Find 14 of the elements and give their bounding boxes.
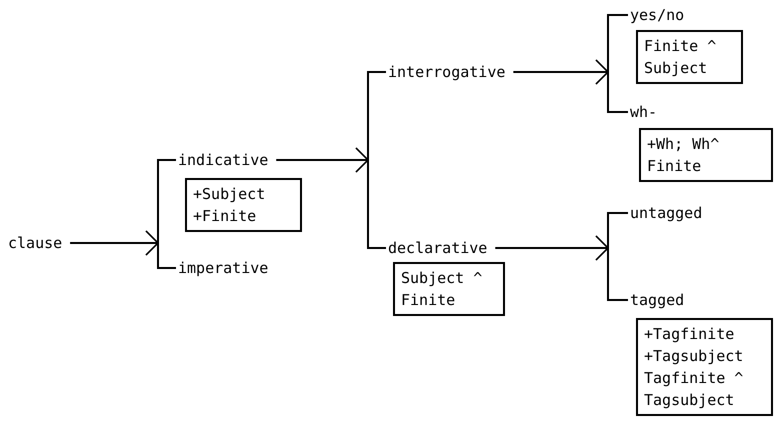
feature-label: indicative (176, 151, 276, 169)
feature-label: tagged (628, 291, 692, 309)
feature-label: imperative (176, 259, 276, 277)
realization-box: +Subject +Finite (185, 178, 302, 232)
feature-label: wh- (628, 103, 666, 121)
realization-box: +Tagfinite +Tagsubject Tagfinite ^ Tagsubject (636, 318, 773, 416)
feature-label: untagged (628, 204, 710, 222)
realization-box: +Wh; Wh^ Finite (639, 128, 773, 182)
realization-box: Subject ^ Finite (393, 262, 505, 316)
realization-box: Finite ^ Subject (636, 30, 743, 84)
feature-label: yes/no (628, 6, 692, 24)
feature-label: interrogative (386, 63, 514, 81)
feature-label: clause (6, 234, 70, 252)
feature-label: declarative (386, 239, 496, 257)
